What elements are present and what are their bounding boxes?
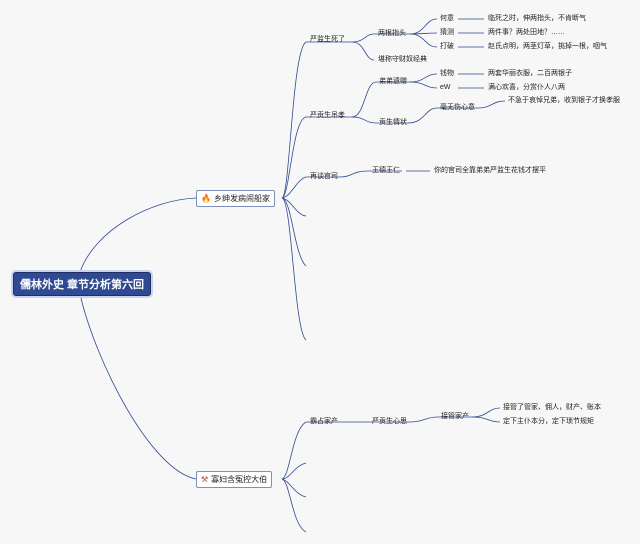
node-wang-de-detail[interactable]: 你的官司全靠弟弟严监生花钱才摆平 xyxy=(434,167,546,174)
topic-label: 寡妇含冤控大伯 xyxy=(211,475,268,484)
topic-guafu[interactable]: ⚒ 寡妇含冤控大伯 xyxy=(196,471,273,488)
node-jie-guan[interactable]: 接管家产 xyxy=(441,413,469,420)
node-qian-wu[interactable]: 钱物 xyxy=(440,70,454,77)
node-jie-guan-2[interactable]: 定下主仆本分，定下琐节规矩 xyxy=(503,418,594,425)
node-jie-guan-1[interactable]: 接管了管家、佣人，财产、账本 xyxy=(503,404,601,411)
node-liang-gen[interactable]: 两根指头 xyxy=(378,30,406,37)
node-ew[interactable]: eW xyxy=(440,84,451,91)
node-qian-wu-detail[interactable]: 两套华丽衣服，二百两银子 xyxy=(488,70,572,77)
flame-icon: 🔥 xyxy=(201,193,211,203)
node-da-po-detail[interactable]: 赵氏点明，两茎灯草，挑掉一根，咽气 xyxy=(488,43,607,50)
node-wang-de[interactable]: 王德王仁 xyxy=(372,167,400,174)
node-he-yi[interactable]: 何意 xyxy=(440,15,454,22)
node-xiao-xiao[interactable]: 严贡生吊孝 xyxy=(310,112,345,119)
node-cai-ce-detail[interactable]: 两件事？两处田地？…… xyxy=(488,29,565,36)
root-topic[interactable]: 儒林外史 章节分析第六回 xyxy=(13,272,151,296)
node-yan-zhong[interactable]: 严贡生心思 xyxy=(372,418,407,425)
node-yan-die[interactable]: 严监生死了 xyxy=(310,36,345,43)
node-shou-cai[interactable]: 堪称守财奴经典 xyxy=(378,56,427,63)
topic-xiangshen[interactable]: 🔥 乡绅发病闹船家 xyxy=(196,190,275,207)
hammer-icon: ⚒ xyxy=(201,474,209,484)
topic-label: 乡绅发病闹船家 xyxy=(213,194,270,203)
node-cai-ce[interactable]: 猜测 xyxy=(440,29,454,36)
node-da-po[interactable]: 打破 xyxy=(440,43,454,50)
node-ba-zhan[interactable]: 霸占家产 xyxy=(310,418,338,425)
node-hao-wu[interactable]: 毫无伤心意 xyxy=(440,104,475,111)
node-gong-xiang[interactable]: 贡生情状 xyxy=(379,119,407,126)
node-ew-detail[interactable]: 满心欢喜，分赏仆人八两 xyxy=(488,84,565,91)
node-hao-wu-detail[interactable]: 不急于哀悼兄弟，收到银子才换孝服 xyxy=(508,97,620,104)
node-di-yi[interactable]: 弟弟遗赠 xyxy=(379,78,407,85)
node-he-yi-detail[interactable]: 临死之时，伸两指头，不肯断气 xyxy=(488,15,586,22)
node-zai-song[interactable]: 再谈官司 xyxy=(310,173,338,180)
root-topic-label: 儒林外史 章节分析第六回 xyxy=(19,279,145,291)
